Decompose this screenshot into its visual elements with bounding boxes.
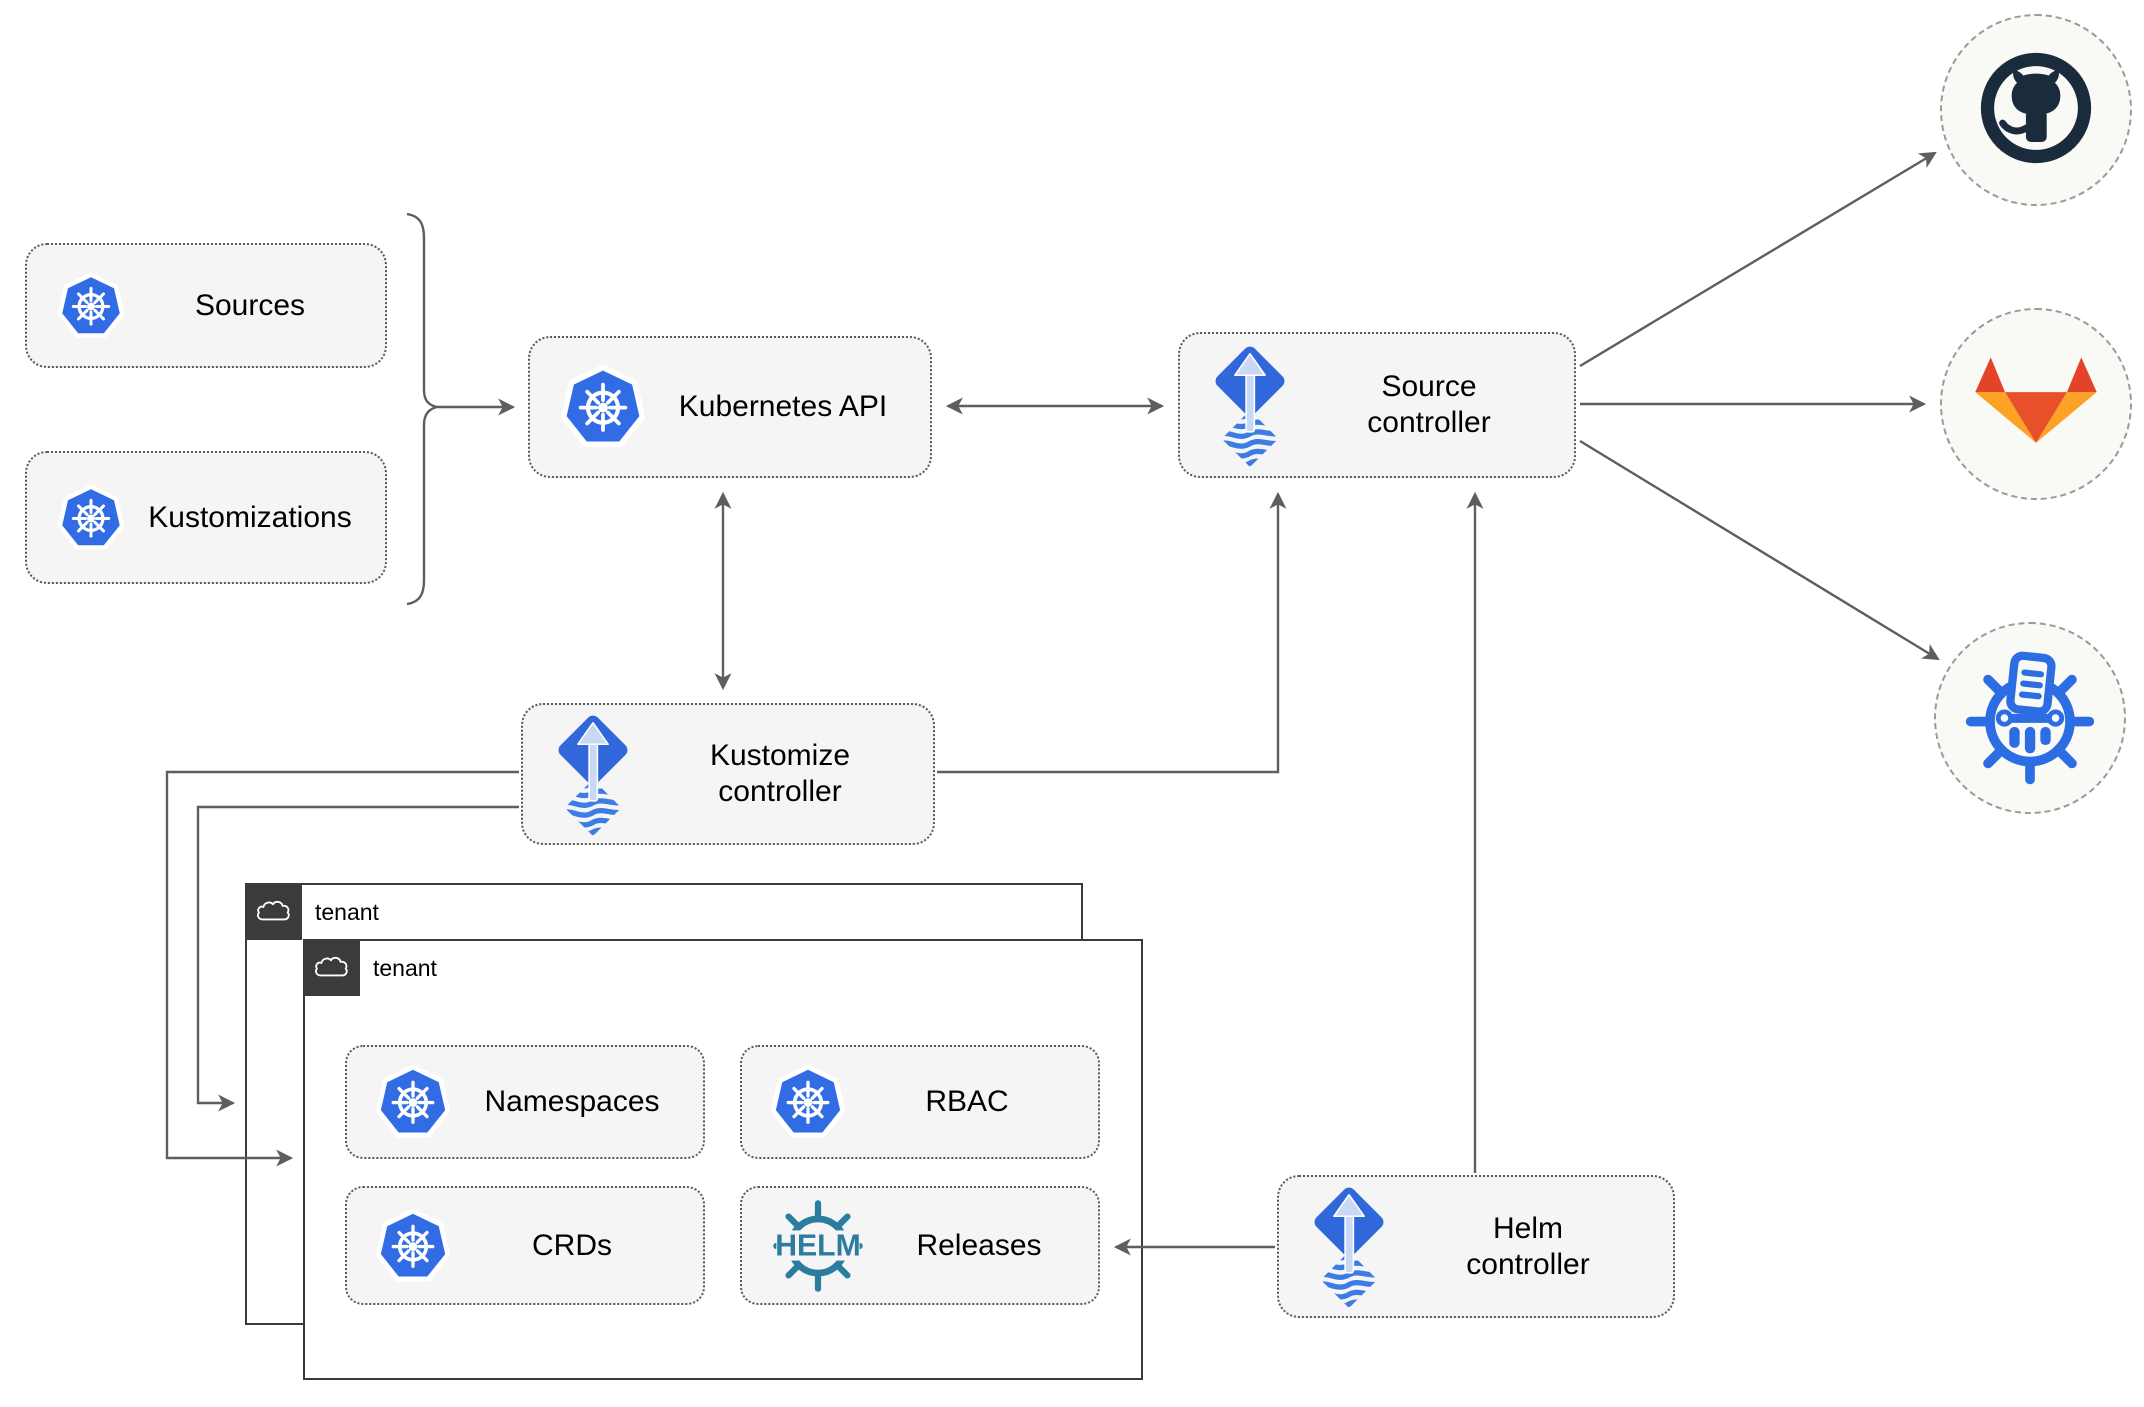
kubernetes-icon	[57, 272, 125, 340]
kubernetes-icon	[560, 364, 646, 450]
helm-controller-label: Helm controller	[1466, 1211, 1590, 1281]
flux-icon	[1305, 1185, 1393, 1308]
arrow-source-to-chart-repository	[1579, 439, 1940, 661]
arrow-kustomize-to-source-controller	[937, 491, 1287, 774]
gitlab-target	[1940, 308, 2132, 500]
arrow-source-to-github	[1579, 151, 1937, 368]
chart-repository-icon	[1961, 647, 2099, 790]
sources-label: Sources	[194, 288, 306, 322]
kustomize-controller-box: Kustomize controller	[521, 703, 935, 845]
namespaces-label: Namespaces	[484, 1085, 660, 1118]
helm-logo-text: HELM	[775, 1229, 860, 1262]
kubernetes-icon	[375, 1208, 451, 1284]
gitlab-icon	[1974, 356, 2098, 453]
kubernetes-api-box: Kubernetes API	[528, 336, 932, 478]
rbac-label: RBAC	[925, 1085, 1009, 1118]
releases-label: Releases	[916, 1228, 1042, 1262]
kustomize-controller-label: Kustomize controller	[709, 739, 851, 808]
sources-box: Sources	[25, 243, 387, 368]
rbac-box: RBAC	[740, 1045, 1100, 1159]
releases-box: HELM Releases	[740, 1186, 1100, 1305]
flux-icon	[1206, 344, 1294, 467]
tenant-container-front: tenant	[302, 938, 1143, 1380]
helm-controller-box: Helm controller	[1277, 1175, 1675, 1318]
namespaces-box: Namespaces	[345, 1045, 705, 1159]
source-controller-box: Source controller	[1178, 332, 1576, 478]
cloud-icon	[302, 938, 360, 996]
github-icon	[1973, 45, 2099, 176]
kubernetes-icon	[57, 484, 125, 552]
github-target	[1940, 14, 2132, 206]
crd-group-brace	[406, 212, 438, 606]
tenant-back-label: tenant	[315, 899, 379, 925]
kustomizations-box: Kustomizations	[25, 451, 387, 584]
crds-box: CRDs	[345, 1186, 705, 1305]
kubernetes-icon	[375, 1064, 451, 1140]
cloud-icon	[244, 882, 302, 940]
crds-label: CRDs	[532, 1228, 612, 1262]
kustomizations-label: Kustomizations	[148, 500, 352, 534]
source-controller-label: Source controller	[1367, 370, 1491, 439]
helm-icon: HELM	[766, 1194, 870, 1298]
kubernetes-api-label: Kubernetes API	[678, 390, 888, 423]
tenant-front-label: tenant	[373, 955, 437, 981]
kubernetes-icon	[770, 1064, 846, 1140]
chart-repository-target	[1934, 622, 2126, 814]
flux-icon	[549, 713, 637, 836]
